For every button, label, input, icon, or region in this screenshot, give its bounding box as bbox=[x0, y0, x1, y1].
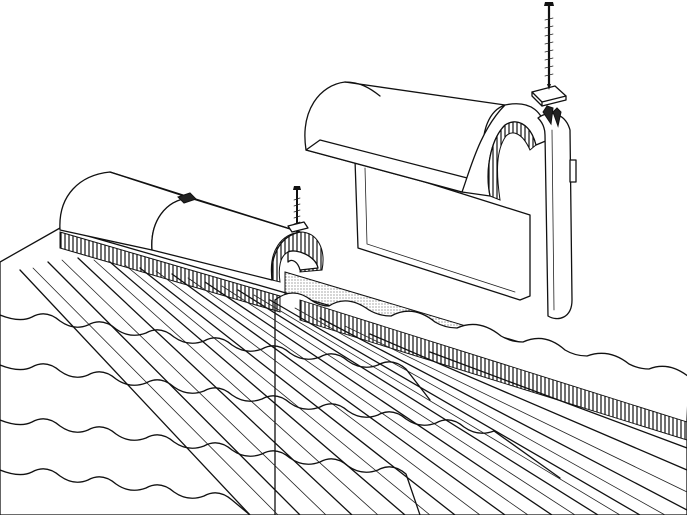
roof-tiles bbox=[0, 227, 687, 515]
ridge-clip bbox=[531, 85, 567, 107]
ridge-seal-brush bbox=[59, 231, 281, 313]
tile-course-lines bbox=[0, 313, 561, 515]
batten-tab bbox=[569, 159, 577, 183]
ridge-tile-right bbox=[304, 81, 549, 301]
ridge-tile-left bbox=[59, 171, 324, 283]
tile-row-lines bbox=[19, 257, 687, 515]
ridge-screw-right bbox=[544, 2, 554, 90]
ridge-screw-left bbox=[287, 186, 309, 233]
ridge-batten-bracket bbox=[537, 105, 573, 320]
